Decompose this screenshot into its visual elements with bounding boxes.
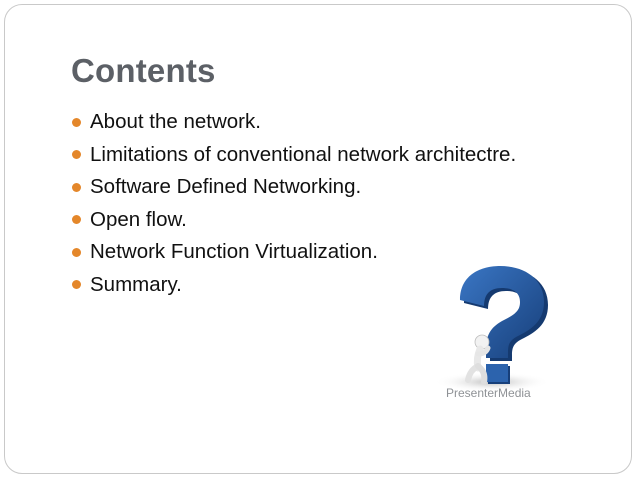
- bullet-dot-icon: [72, 215, 81, 225]
- bullet-text: Software Defined Networking.: [90, 175, 362, 199]
- bullet-text: About the network.: [90, 110, 261, 134]
- bullet-list: About the network. Limitations of conven…: [72, 106, 516, 301]
- bullet-text: Limitations of conventional network arch…: [90, 142, 517, 166]
- bullet-item: Open flow.: [72, 204, 516, 237]
- bullet-dot-icon: [72, 247, 81, 257]
- bullet-dot-icon: [72, 280, 81, 290]
- bullet-text: Network Function Virtualization.: [90, 240, 378, 264]
- bullet-dot-icon: [72, 117, 81, 127]
- bullet-text: Open flow.: [90, 207, 187, 231]
- slide-title: Contents: [71, 52, 216, 89]
- bullet-item: About the network.: [72, 106, 516, 139]
- slide-frame: [4, 4, 632, 474]
- question-mark-with-figure-icon: [434, 266, 550, 392]
- bullet-text: Summary.: [90, 272, 182, 296]
- bullet-item: Software Defined Networking.: [72, 171, 516, 204]
- bullet-item: Limitations of conventional network arch…: [72, 139, 516, 172]
- watermark-text: PresenterMedia: [446, 386, 531, 400]
- bullet-item: Summary.: [72, 269, 516, 302]
- bullet-item: Network Function Virtualization.: [72, 236, 516, 269]
- bullet-dot-icon: [72, 150, 81, 160]
- bullet-dot-icon: [72, 182, 81, 192]
